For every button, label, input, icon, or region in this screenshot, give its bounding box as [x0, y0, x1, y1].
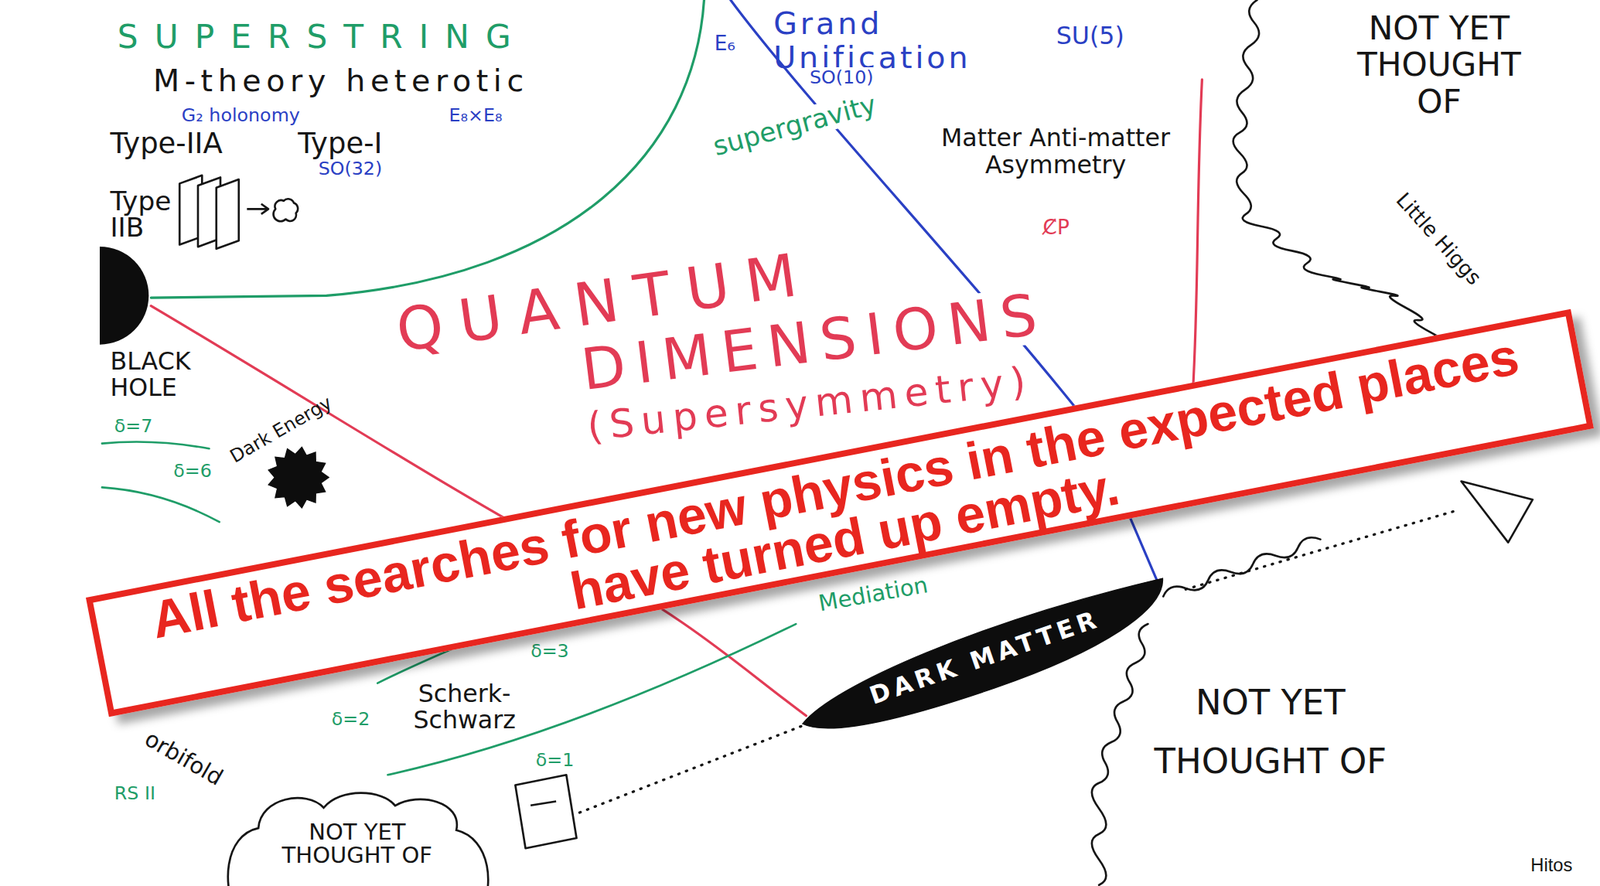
label-holder: SO(10): [808, 67, 876, 89]
dark-matter-blob-outline: [792, 570, 1178, 752]
region-label: supergravity: [708, 88, 881, 161]
region-label: δ=7: [114, 416, 154, 437]
region-label: E₆: [714, 32, 736, 56]
label-holder: NOT YET THOUGHT OF: [1137, 673, 1403, 792]
red-boundary-part: [1191, 79, 1202, 409]
label-holder: Matter Anti-matter Asymmetry: [935, 124, 1176, 180]
label-holder: Mediation: [816, 573, 930, 618]
label-holder: NOT YET THOUGHT OF: [1357, 10, 1522, 120]
label-holder: δ=1: [535, 750, 575, 772]
node-heading: BLACK HOLE: [109, 348, 191, 401]
region-label: SU(5): [1056, 22, 1125, 50]
label-holder: SU(5): [1056, 22, 1125, 50]
headline-banner: All the searches for new physics in the …: [85, 309, 1594, 718]
cloud-text-holder: NOT YET THOUGHT OF: [219, 820, 495, 868]
dark-energy: Dark Energy: [267, 446, 329, 509]
wavy-boundary-part: [1091, 624, 1149, 886]
label-holder: C̸P: [1043, 216, 1070, 240]
idea-cloud-outline: [227, 793, 488, 886]
label-holder: Grand Unification: [773, 6, 971, 76]
region-label: SO(32): [318, 158, 383, 180]
node-heading-holder: Dark Energy: [226, 392, 335, 467]
region-label: SO(10): [808, 67, 876, 89]
brane-sketch-part: [273, 198, 299, 222]
label-holder: Type IIB: [110, 187, 172, 242]
region-label: C̸P: [1043, 216, 1070, 240]
region-label: Grand Unification: [773, 6, 971, 76]
label-holder: E₈×E₈: [449, 105, 503, 127]
region-label: orbifold: [140, 726, 228, 791]
region-label: NOT YET THOUGHT OF: [1137, 673, 1403, 792]
black-hole-disc-outline: [99, 246, 149, 345]
cloud-text: NOT YET THOUGHT OF: [270, 820, 444, 868]
delta-line-part: [102, 487, 220, 522]
label-holder: δ=3: [530, 641, 570, 662]
dark-energy-blob: [267, 446, 329, 509]
dotted-link-part: [579, 726, 802, 813]
region-label: NOT YET THOUGHT OF: [1357, 10, 1522, 120]
note-sketch-part: [515, 774, 577, 849]
label-holder: supergravity: [708, 88, 881, 161]
region-label: Hitos: [1530, 855, 1573, 877]
label-holder: M-theory heterotic: [153, 63, 529, 98]
label-holder: δ=6: [173, 460, 212, 482]
dotted-link-part: [1185, 509, 1460, 590]
note-sketch-part: [530, 801, 557, 806]
label-holder: δ=7: [114, 416, 154, 437]
brane-sketch-part: [216, 179, 239, 250]
brane-sketch: [179, 175, 298, 250]
region-label: Scherk-Schwarz: [412, 681, 516, 734]
region-label: Type IIB: [110, 187, 172, 242]
label-holder: Little Higgs: [1391, 188, 1486, 290]
region-label: δ=1: [535, 750, 575, 772]
region-label: Matter Anti-matter Asymmetry: [935, 124, 1176, 180]
label-holder: Scherk-Schwarz: [412, 681, 516, 734]
label-holder: SO(32): [318, 158, 383, 180]
wavy-boundary-part: [1163, 537, 1321, 597]
region-label: δ=2: [331, 709, 371, 731]
delta-line-part: [102, 441, 210, 449]
label-holder: Type-I: [297, 127, 383, 160]
region-label: RS II: [114, 783, 156, 805]
brane-sketch-part: [246, 204, 269, 215]
label-holder: RS II: [114, 783, 156, 805]
label-holder: E₆: [714, 32, 736, 56]
region-label: δ=6: [173, 460, 212, 482]
node-heading: Dark Energy: [226, 392, 335, 467]
region-label: Little Higgs: [1391, 188, 1486, 290]
region-label: Mediation: [816, 573, 930, 618]
black-hole-disc: [99, 246, 149, 345]
region-label: M-theory heterotic: [153, 63, 529, 98]
region-label: G₂ holonomy: [181, 105, 301, 127]
region-label: SUPERSTRING: [117, 18, 528, 55]
black-hole: BLACK HOLE: [99, 246, 149, 345]
region-label: Type-IIA: [110, 127, 223, 160]
label-holder: δ=2: [331, 709, 371, 731]
region-label: Type-I: [297, 127, 383, 160]
label-holder: Type-IIA: [110, 127, 223, 160]
note-sketch-part: [1461, 481, 1533, 543]
label-holder: orbifold: [140, 726, 228, 791]
dark-energy-blob-outline: [268, 446, 329, 509]
label-holder: Hitos: [1530, 855, 1573, 877]
region-label: δ=3: [530, 641, 570, 662]
label-holder: SUPERSTRING: [117, 18, 528, 55]
region-label: E₈×E₈: [449, 105, 503, 127]
label-holder: G₂ holonomy: [181, 105, 301, 127]
node-heading-holder: BLACK HOLE: [109, 348, 191, 401]
idea-cloud-node: NOT YET THOUGHT OF: [219, 789, 495, 886]
